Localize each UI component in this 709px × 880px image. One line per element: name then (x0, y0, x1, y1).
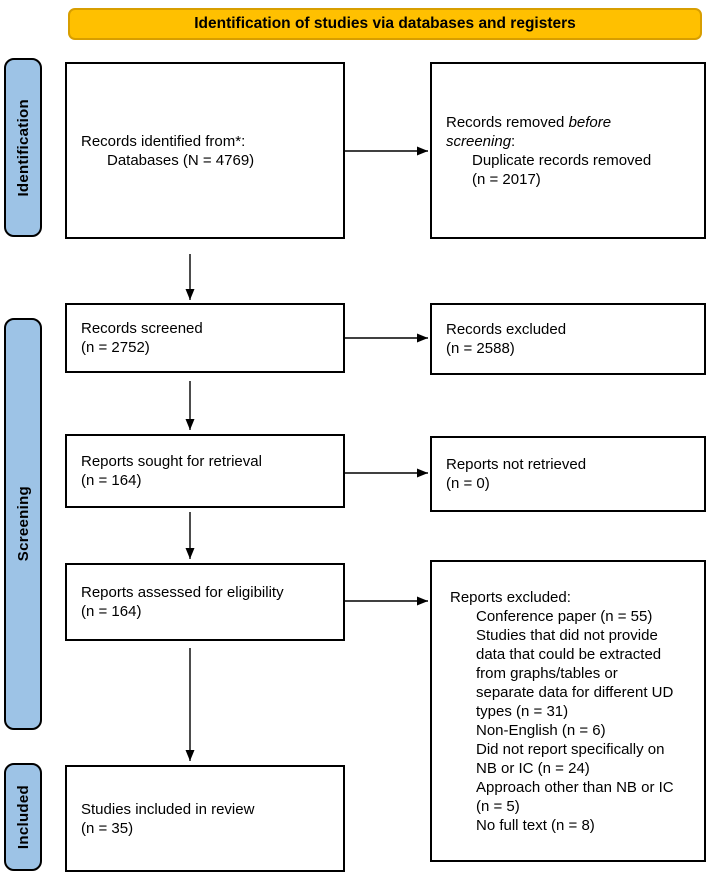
banner-title: Identification of studies via databases … (68, 8, 702, 40)
box-line: (n = 5) (476, 797, 520, 815)
box-records-identified: Records identified from*:Databases (N = … (65, 62, 345, 239)
stage-screening-label: Screening (14, 486, 32, 562)
banner-title-text: Identification of studies via databases … (194, 15, 576, 32)
box-line: Reports assessed for eligibility (81, 584, 284, 601)
box-line: Reports not retrieved (446, 456, 587, 473)
box-line: No full text (n = 8) (476, 816, 595, 834)
box-line: (n = 2752) (81, 339, 150, 356)
box-line: Approach other than NB or IC (476, 778, 674, 796)
box-line: Studies included in review (81, 800, 255, 818)
stage-identification-label: Identification (14, 98, 32, 197)
box-line: NB or IC (n = 24) (476, 759, 590, 777)
stage-identification: Identification (4, 58, 42, 237)
box-line: Databases (N = 4769) (107, 151, 255, 169)
box-line: from graphs/tables or (476, 664, 618, 682)
box-line: Did not report specifically on (476, 740, 665, 758)
box-reports-not-retrieved: Reports not retrieved (n = 0) (430, 436, 706, 512)
box-line: Records removed before (446, 113, 612, 131)
box-reports-sought: Reports sought for retrieval (n = 164) (65, 434, 345, 508)
box-line: (n = 2017) (472, 170, 541, 188)
box-line: Duplicate records removed (472, 151, 652, 169)
box-line: screening: (446, 132, 516, 150)
box-line: types (n = 31) (476, 702, 569, 720)
box-line: (n = 0) (446, 475, 490, 492)
box-line: data that could be extracted (476, 645, 662, 663)
box-line: Records identified from*: (81, 132, 246, 150)
box-reports-excluded-reasons: Reports excluded:Conference paper (n = 5… (430, 560, 706, 862)
box-line: separate data for different UD (476, 683, 674, 701)
stage-included-label: Included (14, 784, 32, 850)
box-line: (n = 2588) (446, 340, 515, 357)
box-line: (n = 35) (81, 819, 134, 837)
box-line: Conference paper (n = 55) (476, 607, 653, 625)
box-line: Records excluded (446, 321, 567, 338)
box-line: Reports sought for retrieval (81, 453, 262, 470)
box-reports-assessed: Reports assessed for eligibility (n = 164… (65, 563, 345, 641)
box-studies-included: Studies included in review(n = 35) (65, 765, 345, 872)
box-records-screened: Records screened (n = 2752) (65, 303, 345, 373)
box-line: Studies that did not provide (476, 626, 658, 644)
stage-screening: Screening (4, 318, 42, 730)
box-records-excluded: Records excluded (n = 2588) (430, 303, 706, 375)
box-line: (n = 164) (81, 603, 142, 620)
box-line: Records screened (81, 320, 203, 337)
stage-included: Included (4, 763, 42, 871)
box-line: (n = 164) (81, 472, 142, 489)
box-line: Reports excluded: (450, 588, 571, 606)
box-line: Non-English (n = 6) (476, 721, 606, 739)
